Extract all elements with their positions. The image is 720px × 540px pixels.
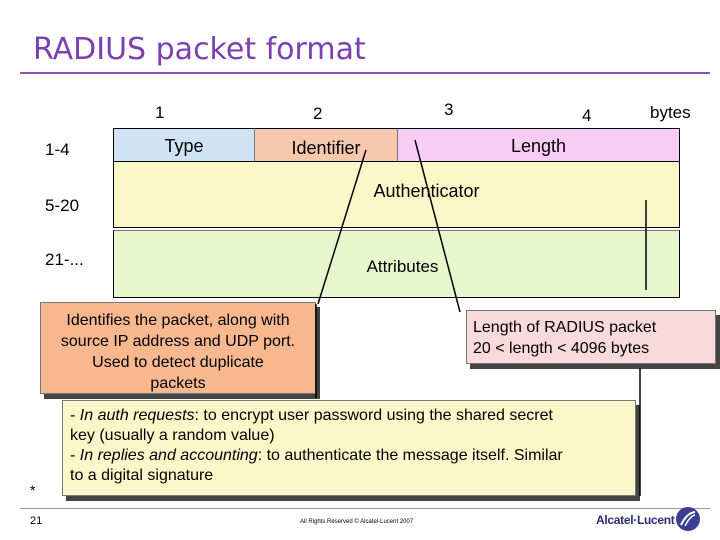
footer-divider <box>20 508 710 509</box>
field-length-label: Length <box>510 136 567 156</box>
field-length: Length <box>397 128 680 162</box>
authenticator-callout-line: - In replies and accounting: to authenti… <box>70 447 563 464</box>
byte-header-3: 3 <box>444 100 454 119</box>
authenticator-callout-line: key (usually a random value) <box>70 427 275 444</box>
field-identifier: Identifier <box>254 128 397 162</box>
copyright-text: All Rights Reserved © Alcatel-Lucent 200… <box>300 519 414 525</box>
length-pointer-line <box>414 139 461 313</box>
byte-header-4: 4 <box>582 106 592 125</box>
alcatel-lucent-logo-icon <box>676 507 700 531</box>
authenticator-callout: - In auth requests: to encrypt user pass… <box>62 400 636 496</box>
row-label-21: 21-... <box>45 250 84 269</box>
title-divider <box>20 72 710 74</box>
length-callout-line: 20 < length < 4096 bytes <box>473 340 650 357</box>
length-callout-line: Length of RADIUS packet <box>473 319 657 336</box>
alcatel-lucent-logo-text: Alcatel·Lucent <box>596 513 675 527</box>
field-authenticator: Authenticator <box>113 162 680 228</box>
slide-title: RADIUS packet format <box>33 32 366 67</box>
auth-requests-emphasis: In auth requests <box>79 407 195 424</box>
identifier-callout-line: packets <box>150 375 206 392</box>
identifier-callout: Identifies the packet, along with source… <box>40 302 316 394</box>
byte-unit-label: bytes <box>650 103 691 122</box>
page-number: 21 <box>30 515 43 527</box>
footnote-asterisk: * <box>30 482 36 498</box>
field-type-label: Type <box>164 136 204 156</box>
field-type: Type <box>113 128 254 162</box>
authenticator-callout-line: - In auth requests: to encrypt user pass… <box>70 407 553 424</box>
row-label-1-4: 1-4 <box>45 140 70 159</box>
row-label-5-20: 5-20 <box>45 196 80 215</box>
field-authenticator-label: Authenticator <box>373 181 480 201</box>
field-identifier-label: Identifier <box>291 138 361 158</box>
authenticator-callout-line: to a digital signature <box>70 467 214 484</box>
identifier-callout-line: source IP address and UDP port. <box>60 333 296 350</box>
field-attributes: Attributes <box>113 230 680 298</box>
field-attributes-label: Attributes <box>366 257 439 276</box>
byte-header-1: 1 <box>155 103 165 122</box>
replies-accounting-emphasis: In replies and accounting <box>79 447 258 464</box>
identifier-callout-line: Used to detect duplicate <box>92 354 264 371</box>
byte-header-2: 2 <box>313 104 323 123</box>
identifier-pointer-line <box>317 149 367 305</box>
length-callout: Length of RADIUS packet 20 < length < 40… <box>466 310 716 364</box>
identifier-callout-line: Identifies the packet, along with <box>66 312 290 329</box>
